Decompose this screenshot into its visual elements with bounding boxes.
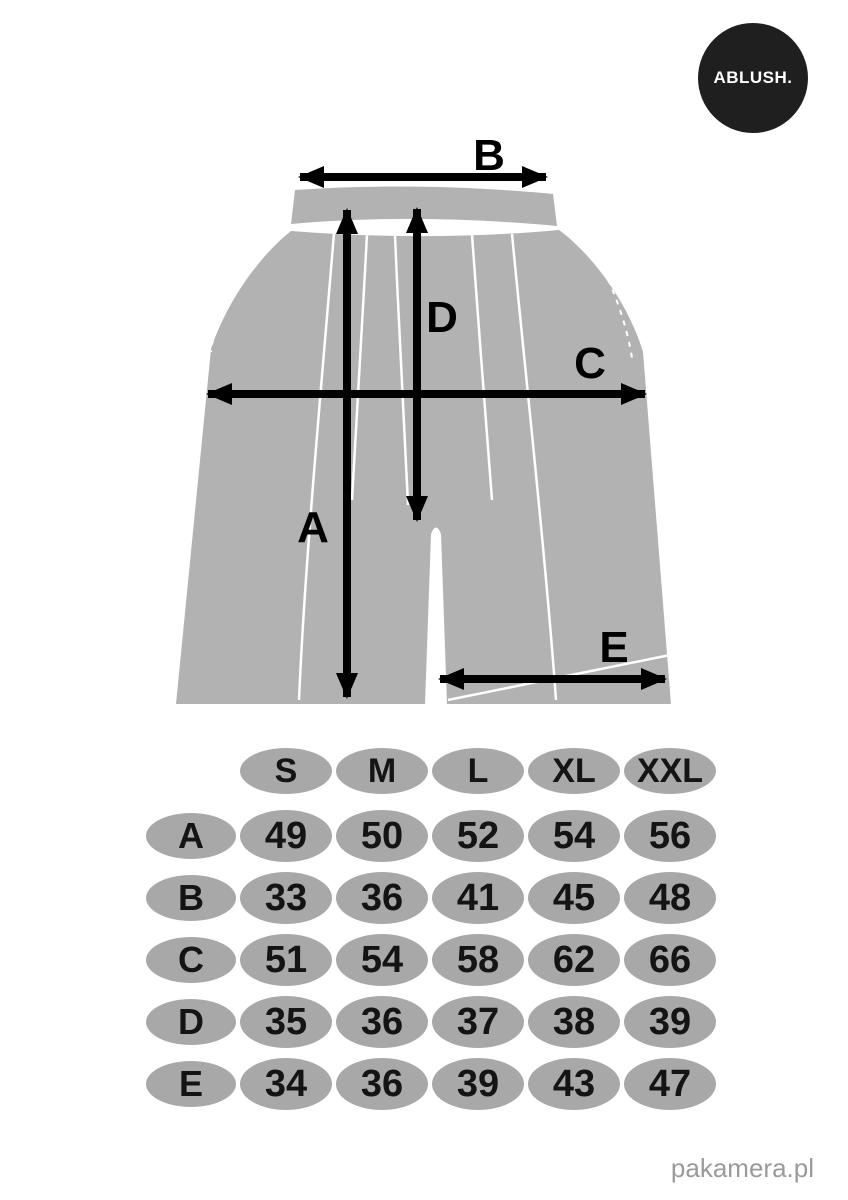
value-d-xl: 38 <box>528 996 620 1048</box>
size-table: S M L XL XXL A 49 50 52 54 56 B 33 36 41… <box>146 748 716 1110</box>
shorts-measurement-diagram: B D C A E <box>176 131 671 704</box>
value-e-xxl: 47 <box>624 1058 716 1110</box>
value-c-m: 54 <box>336 934 428 986</box>
brand-logo: ABLUSH. <box>698 23 808 133</box>
value-e-xl: 43 <box>528 1058 620 1110</box>
value-c-xl: 62 <box>528 934 620 986</box>
column-header-s: S <box>240 748 332 794</box>
label-a: A <box>297 503 329 552</box>
column-header-m: M <box>336 748 428 794</box>
value-b-s: 33 <box>240 872 332 924</box>
table-row: E 34 36 39 43 47 <box>146 1058 716 1110</box>
pocket-lines <box>210 246 633 359</box>
value-d-xxl: 39 <box>624 996 716 1048</box>
value-b-xxl: 48 <box>624 872 716 924</box>
measurement-arrows <box>206 166 667 699</box>
shorts-waistband <box>291 186 557 226</box>
row-label-d: D <box>146 999 236 1045</box>
shorts-body <box>176 230 671 704</box>
label-e: E <box>599 623 628 672</box>
value-d-l: 37 <box>432 996 524 1048</box>
value-a-xxl: 56 <box>624 810 716 862</box>
value-a-xl: 54 <box>528 810 620 862</box>
value-b-l: 41 <box>432 872 524 924</box>
value-e-s: 34 <box>240 1058 332 1110</box>
value-e-m: 36 <box>336 1058 428 1110</box>
arrow-labels: B D C A E <box>297 131 629 672</box>
row-label-e: E <box>146 1061 236 1107</box>
label-d: D <box>426 293 458 342</box>
row-label-b: B <box>146 875 236 921</box>
row-label-a: A <box>146 813 236 859</box>
table-row: B 33 36 41 45 48 <box>146 872 716 924</box>
label-c: C <box>574 339 606 388</box>
site-watermark: pakamera.pl <box>670 1153 814 1183</box>
value-d-s: 35 <box>240 996 332 1048</box>
label-b: B <box>473 131 505 180</box>
column-header-xl: XL <box>528 748 620 794</box>
value-d-m: 36 <box>336 996 428 1048</box>
column-header-l: L <box>432 748 524 794</box>
value-b-m: 36 <box>336 872 428 924</box>
brand-logo-text: ABLUSH. <box>713 68 793 87</box>
value-a-m: 50 <box>336 810 428 862</box>
value-c-xxl: 66 <box>624 934 716 986</box>
size-table-header-row: S M L XL XXL <box>146 748 716 794</box>
table-row: C 51 54 58 62 66 <box>146 934 716 986</box>
row-label-c: C <box>146 937 236 983</box>
table-row: A 49 50 52 54 56 <box>146 810 716 862</box>
value-e-l: 39 <box>432 1058 524 1110</box>
value-c-l: 58 <box>432 934 524 986</box>
column-header-xxl: XXL <box>624 748 716 794</box>
header-spacer <box>146 748 236 794</box>
value-b-xl: 45 <box>528 872 620 924</box>
value-a-s: 49 <box>240 810 332 862</box>
value-c-s: 51 <box>240 934 332 986</box>
value-a-l: 52 <box>432 810 524 862</box>
table-row: D 35 36 37 38 39 <box>146 996 716 1048</box>
